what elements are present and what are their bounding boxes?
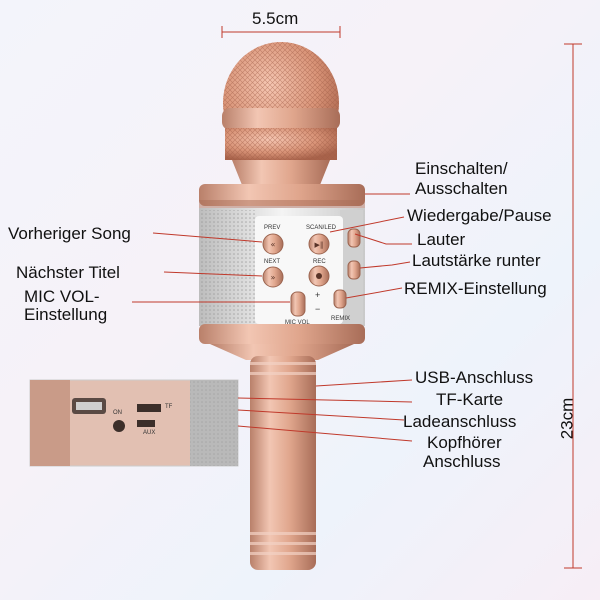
width-label: 5.5cm xyxy=(252,9,299,28)
ports-inset xyxy=(29,379,239,467)
callout-power-line2: Ausschalten xyxy=(415,179,508,198)
mic-head xyxy=(222,42,340,185)
upper-collar xyxy=(199,184,365,210)
svg-text:»: » xyxy=(271,273,276,282)
callout-lines-left xyxy=(132,232,290,303)
btn-label-minus: − xyxy=(315,304,321,314)
callout-usb: USB-Anschluss xyxy=(415,368,534,387)
port-label-aux: AUX xyxy=(143,430,156,436)
svg-text:«: « xyxy=(271,240,276,249)
port-label-on: ON xyxy=(113,410,122,416)
svg-text:▶‖: ▶‖ xyxy=(315,241,324,249)
btn-label-next: NEXT xyxy=(264,259,281,265)
callout-play: Wiedergabe/Pause xyxy=(407,206,552,225)
callout-charge: Ladeanschluss xyxy=(403,412,517,431)
callout-volume-down: Lautstärke runter xyxy=(412,251,541,270)
buttons: « ▶‖ » xyxy=(262,228,361,317)
callout-volume-up: Lauter xyxy=(417,230,466,249)
port-label-tf: TF xyxy=(165,404,173,410)
callout-lines-right xyxy=(237,193,413,442)
btn-label-plus: + xyxy=(315,290,321,300)
handle xyxy=(250,356,316,570)
callout-next: Nächster Titel xyxy=(16,263,120,282)
callout-power-line1: Einschalten/ xyxy=(415,159,508,178)
btn-label-micvol: MIC VOL xyxy=(285,320,310,326)
btn-label-scan: SCAN/LED xyxy=(306,225,337,231)
callout-micvol-line2: Einstellung xyxy=(24,305,108,324)
callout-headphone-line2: Anschluss xyxy=(423,452,501,471)
height-label: 23cm xyxy=(557,397,577,440)
btn-label-prev: PREV xyxy=(264,225,281,231)
btn-label-rec: REC xyxy=(313,259,326,265)
callout-remix: REMIX-Einstellung xyxy=(404,279,547,298)
callout-micvol-line1: MIC VOL- xyxy=(24,287,100,306)
btn-label-remix: REMIX xyxy=(331,316,351,322)
callout-prev: Vorheriger Song xyxy=(8,224,131,243)
height-dimension xyxy=(564,43,582,569)
callout-tf: TF-Karte xyxy=(436,390,504,409)
callout-headphone-line1: Kopfhörer xyxy=(427,433,502,452)
width-dimension xyxy=(221,26,341,38)
lower-collar xyxy=(199,324,365,360)
